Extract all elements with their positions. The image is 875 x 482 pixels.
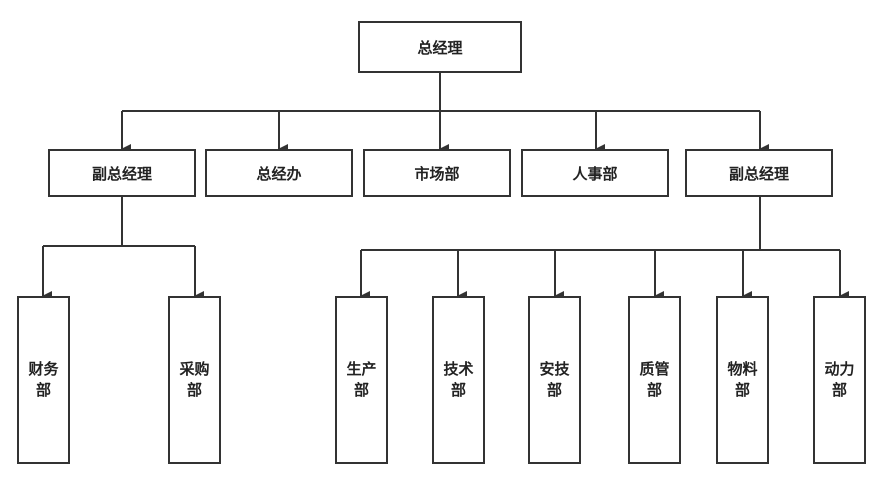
box-marketing: 市场部 [363, 149, 511, 197]
label-production: 生产部 [346, 360, 377, 399]
box-vp-right: 副总经理 [685, 149, 833, 197]
box-vp-left: 副总经理 [48, 149, 196, 197]
label-power: 动力部 [824, 360, 855, 399]
box-quality: 质管部 [628, 296, 681, 464]
box-technology: 技术部 [432, 296, 485, 464]
label-safety: 安技部 [539, 360, 570, 399]
label-materials: 物料部 [727, 360, 758, 399]
box-production: 生产部 [335, 296, 388, 464]
box-finance: 财务部 [17, 296, 70, 464]
box-gm-office: 总经办 [205, 149, 353, 197]
label-hr: 人事部 [572, 164, 618, 183]
box-power: 动力部 [813, 296, 866, 464]
box-purchasing: 采购部 [168, 296, 221, 464]
label-vp-left: 副总经理 [91, 164, 152, 183]
label-finance: 财务部 [28, 360, 59, 399]
box-materials: 物料部 [716, 296, 769, 464]
label-marketing: 市场部 [414, 164, 460, 183]
box-safety: 安技部 [528, 296, 581, 464]
label-quality: 质管部 [639, 360, 670, 399]
label-gm-office: 总经办 [256, 164, 302, 183]
label-technology: 技术部 [443, 360, 474, 399]
box-general-manager: 总经理 [358, 21, 522, 73]
box-hr: 人事部 [521, 149, 669, 197]
label-purchasing: 采购部 [179, 360, 210, 399]
label-vp-right: 副总经理 [728, 164, 789, 183]
label-general-manager: 总经理 [417, 38, 463, 57]
